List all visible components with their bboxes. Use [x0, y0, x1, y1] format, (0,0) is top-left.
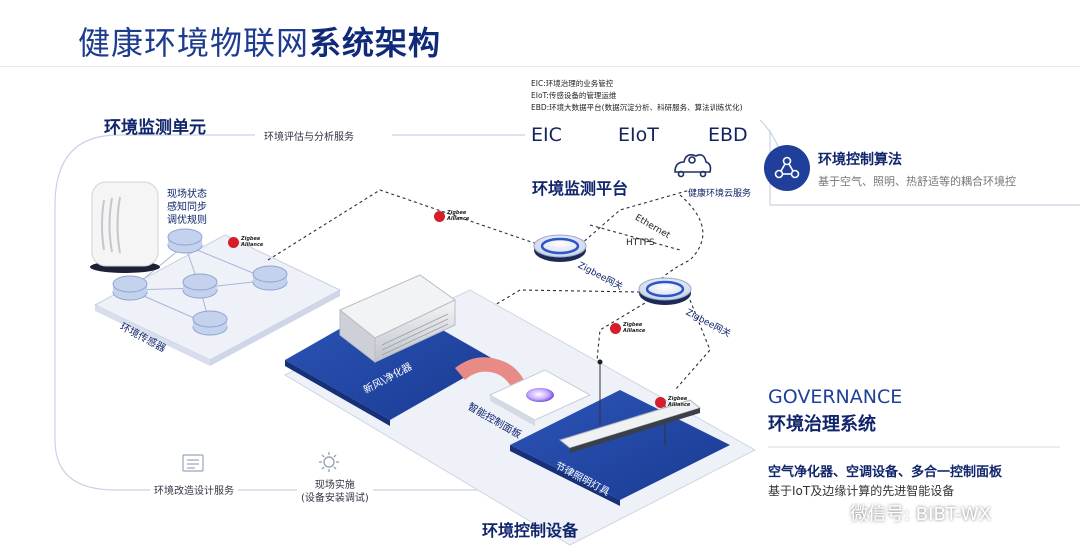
assessment-service-label: 环境评估与分析服务 [258, 128, 360, 143]
zigbee-logo-icon [228, 236, 239, 248]
zigbee-gateway-1 [533, 234, 587, 262]
governance-title: 环境治理系统 [768, 414, 876, 435]
governance-line2: 基于IoT及边缘计算的先进智能设备 [768, 484, 955, 498]
system-frame-outline [54, 134, 495, 491]
zigbee-logo-icon [655, 396, 666, 408]
zigbee-logo-icon [610, 322, 621, 334]
control-arrow [455, 357, 525, 388]
module-eic: EIC [531, 124, 562, 146]
environment-sensor-device [91, 181, 159, 267]
title-divider [0, 66, 1080, 67]
monitor-unit-title: 环境监测单元 [104, 118, 206, 138]
zigbee-logo-icon [434, 210, 445, 222]
zigbee-gateway-2 [638, 277, 692, 305]
module-ebd: EBD [708, 124, 748, 146]
cloud-service-icon [674, 154, 712, 178]
wechat-icon [816, 502, 852, 526]
algorithm-bracket [769, 130, 1080, 206]
link-sensor-to-gateway [267, 189, 541, 261]
design-service-label: 环境改造设计服务 [150, 482, 238, 497]
sensor-nodes [112, 228, 288, 336]
page-title: 健康环境物联网系统架构 [78, 24, 442, 62]
module-eiot: EIoT [618, 124, 659, 146]
governance-line1: 空气净化器、空调设备、多合一控制面板 [768, 465, 1003, 480]
control-devices-title: 环境控制设备 [482, 521, 579, 540]
algorithm-icon [764, 145, 810, 191]
algorithm-description: 基于空气、照明、热舒适等的耦合环境控 [818, 175, 1016, 188]
link-cloud-to-gateway2 [659, 194, 704, 281]
https-label: HTTPS [626, 238, 655, 248]
platform-description: EIC:环境治理的业务管控 EIoT:传感设备的管理运维 EBD:环境大数据平台… [531, 79, 743, 112]
field-implementation-label: 现场实施 (设备安装调试) [297, 479, 373, 505]
design-service-icon [182, 454, 204, 472]
field-implementation-icon [319, 452, 339, 472]
watermark: 微信号: BIBT-WX [850, 504, 992, 525]
cloud-service-label: 健康环境云服务 [688, 189, 752, 199]
device-caption: 现场状态 感知同步 调优规则 [167, 189, 207, 226]
governance-en: GOVERNANCE [768, 386, 903, 408]
algorithm-title: 环境控制算法 [818, 152, 902, 168]
platform-title: 环境监测平台 [532, 179, 629, 198]
